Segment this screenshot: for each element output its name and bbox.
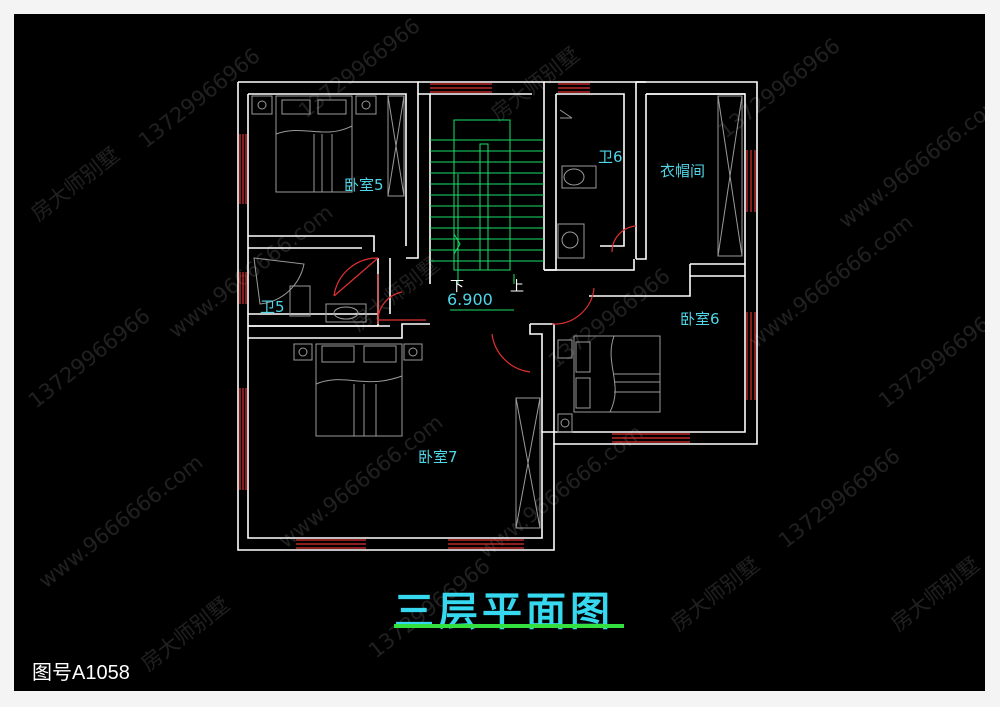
stair-down-label: 下 (450, 279, 464, 295)
furniture (251, 95, 743, 529)
room-label-bedroom5: 卧室5 (344, 176, 384, 194)
floor-elevation-label: 6.900 (447, 290, 493, 309)
room-label-bedroom7: 卧室7 (418, 448, 458, 466)
drawing-title: 三层平面图 (394, 589, 614, 635)
door-swings (333, 225, 637, 373)
room-label-closet: 衣帽间 (660, 162, 706, 180)
stair-up-label: 上 (510, 279, 524, 295)
drawing-number: 图号A1058 (32, 662, 130, 684)
room-label-bedroom6: 卧室6 (680, 310, 720, 328)
room-label-bath5: 卫5 (260, 298, 285, 316)
floor-plan-drawing (237, 81, 758, 551)
cad-canvas: 房大师别墅 13729966966 13729966966 房大师别墅 1372… (14, 14, 985, 691)
windows (239, 83, 756, 549)
staircase (430, 119, 544, 311)
room-label-bath6: 卫6 (598, 148, 623, 166)
title-underline (394, 624, 624, 628)
